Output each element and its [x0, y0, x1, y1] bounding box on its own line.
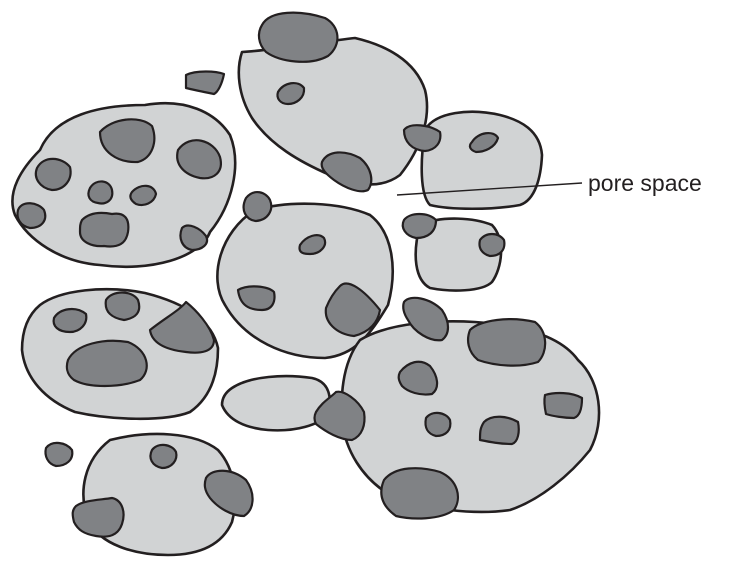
aggregate-top-left: [12, 103, 235, 267]
pore-space-label: pore space: [588, 170, 702, 196]
aggregate-center: [217, 192, 392, 358]
aggregate-mid-right: [403, 214, 505, 290]
aggregate-bottom-right: [342, 298, 599, 519]
aggregate-middle-left: [22, 289, 218, 419]
aggregate-top-right: [404, 112, 542, 209]
aggregate-bottom-left: [45, 434, 252, 555]
